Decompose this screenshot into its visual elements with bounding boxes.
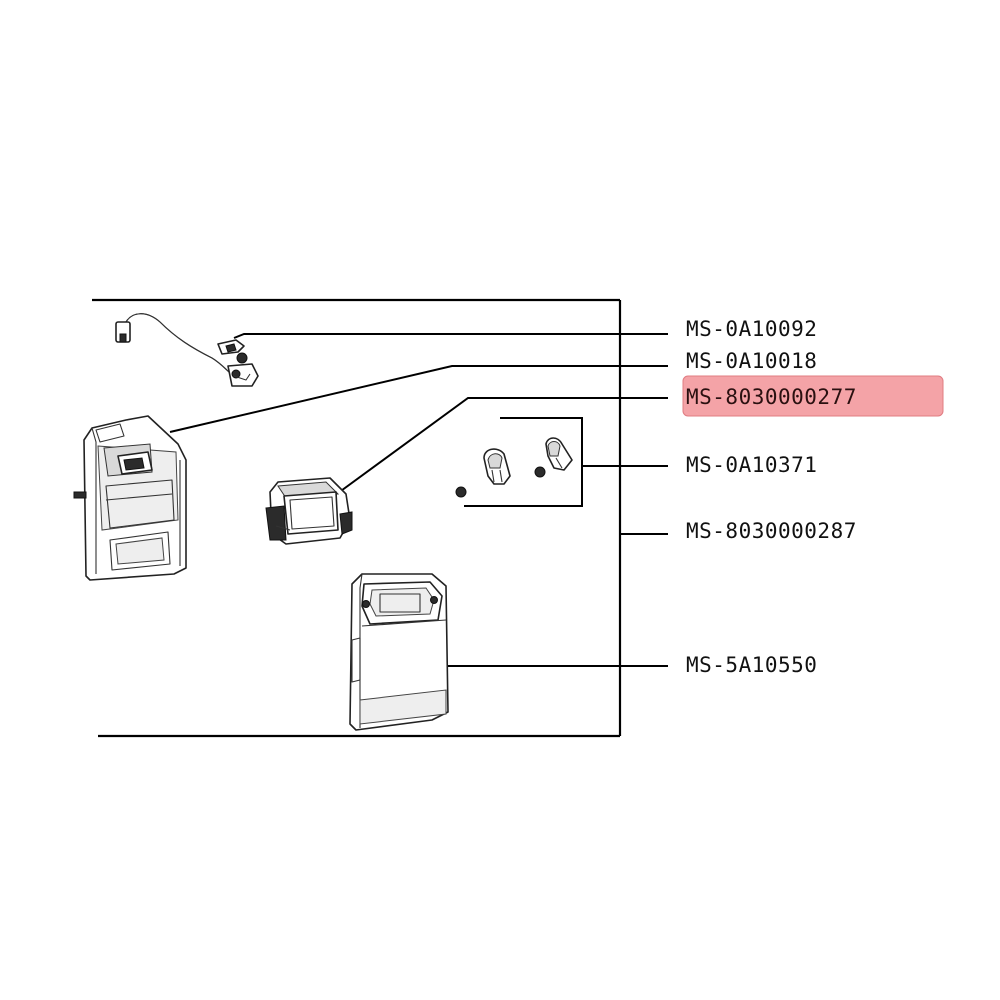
left-housing-part (73, 415, 187, 581)
part-number-assembly[interactable]: MS-8030000287 (686, 519, 857, 543)
part-number-cable[interactable]: MS-0A10092 (686, 317, 817, 341)
part-number-control-module[interactable]: MS-8030000277 (686, 385, 857, 409)
assembly-frame (92, 298, 622, 738)
leader-control-module (333, 397, 668, 497)
part-number-labels: MS-0A10092 MS-0A10018 MS-8030000277 MS-0… (686, 317, 857, 677)
knobs-part (455, 437, 573, 498)
front-cover-part (349, 573, 449, 731)
knobs-bracket (464, 417, 583, 507)
part-highlight (682, 375, 944, 417)
cable-harness-part (115, 313, 259, 387)
leader-lines (169, 333, 668, 667)
leader-cable (233, 333, 668, 339)
part-number-front-cover[interactable]: MS-5A10550 (686, 653, 817, 677)
leader-left-housing (169, 365, 668, 433)
part-number-knobs-set[interactable]: MS-0A10371 (686, 453, 817, 477)
control-module-part (265, 477, 353, 545)
part-number-left-housing[interactable]: MS-0A10018 (686, 349, 817, 373)
